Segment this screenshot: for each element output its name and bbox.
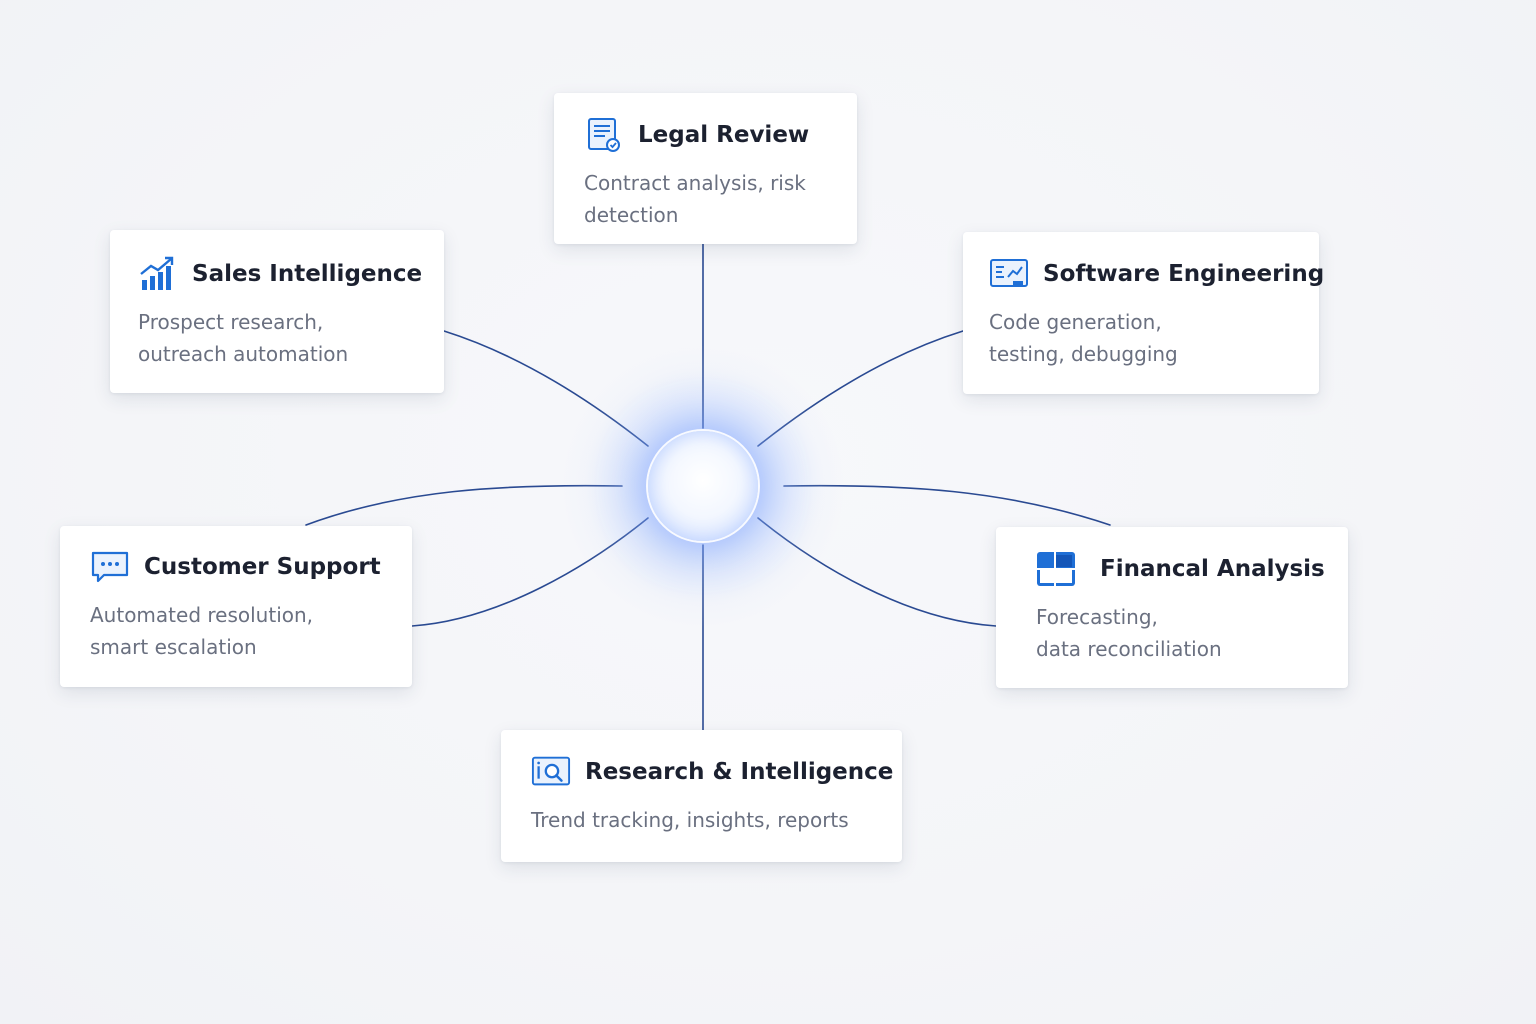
card-title: Software Engineering <box>1043 261 1325 287</box>
description-line: Automated resolution, <box>90 603 314 627</box>
card-customer-support[interactable]: Customer Support Automated resolution, s… <box>60 526 412 687</box>
description-line: Code generation, <box>989 310 1162 334</box>
grid-blocks-icon <box>1036 549 1076 589</box>
document-check-icon <box>584 115 624 155</box>
card-software-engineering[interactable]: Software Engineering Code generation, te… <box>963 232 1324 394</box>
card-description: Code generation, testing, debugging <box>989 306 1319 370</box>
card-description: Prospect research, outreach automation <box>138 306 444 370</box>
card-research-intelligence[interactable]: Research & Intelligence Trend tracking, … <box>501 730 902 862</box>
card-description: Automated resolution, smart escalation <box>90 599 412 663</box>
card-description: Forecasting, data reconciliation <box>1036 601 1348 665</box>
card-description: Contract analysis, risk detection <box>584 167 857 231</box>
description-line: testing, debugging <box>989 342 1178 366</box>
description-line: smart escalation <box>90 635 257 659</box>
magnifier-report-icon <box>531 752 571 792</box>
description-line: Trend tracking, insights, reports <box>531 808 849 832</box>
card-header: Sales Intelligence <box>138 254 444 294</box>
description-line: Prospect research, <box>138 310 324 334</box>
description-line: data reconciliation <box>1036 637 1222 661</box>
description-line: Forecasting, <box>1036 605 1158 629</box>
card-header: Financal Analysis <box>1036 549 1348 589</box>
card-title: Legal Review <box>638 122 810 148</box>
card-header: Customer Support <box>90 547 412 587</box>
card-sales-intelligence[interactable]: Sales Intelligence Prospect research, ou… <box>110 230 444 393</box>
card-title: Sales Intelligence <box>192 261 423 287</box>
growth-chart-icon <box>138 254 178 294</box>
card-legal-review[interactable]: Legal Review Contract analysis, risk det… <box>554 93 857 244</box>
card-header: Legal Review <box>584 115 857 155</box>
code-window-icon <box>989 254 1029 294</box>
card-header: Software Engineering <box>989 254 1324 294</box>
description-line: detection <box>584 203 679 227</box>
card-description: Trend tracking, insights, reports <box>531 804 902 836</box>
card-title: Research & Intelligence <box>585 759 894 785</box>
card-header: Research & Intelligence <box>531 752 902 792</box>
description-line: outreach automation <box>138 342 349 366</box>
chat-bubble-icon <box>90 547 130 587</box>
card-financial-analysis[interactable]: Financal Analysis Forecasting, data reco… <box>996 527 1348 688</box>
description-line: Contract analysis, risk <box>584 171 806 195</box>
central-hub <box>648 431 758 541</box>
card-title: Customer Support <box>144 554 381 580</box>
card-title: Financal Analysis <box>1100 556 1325 582</box>
